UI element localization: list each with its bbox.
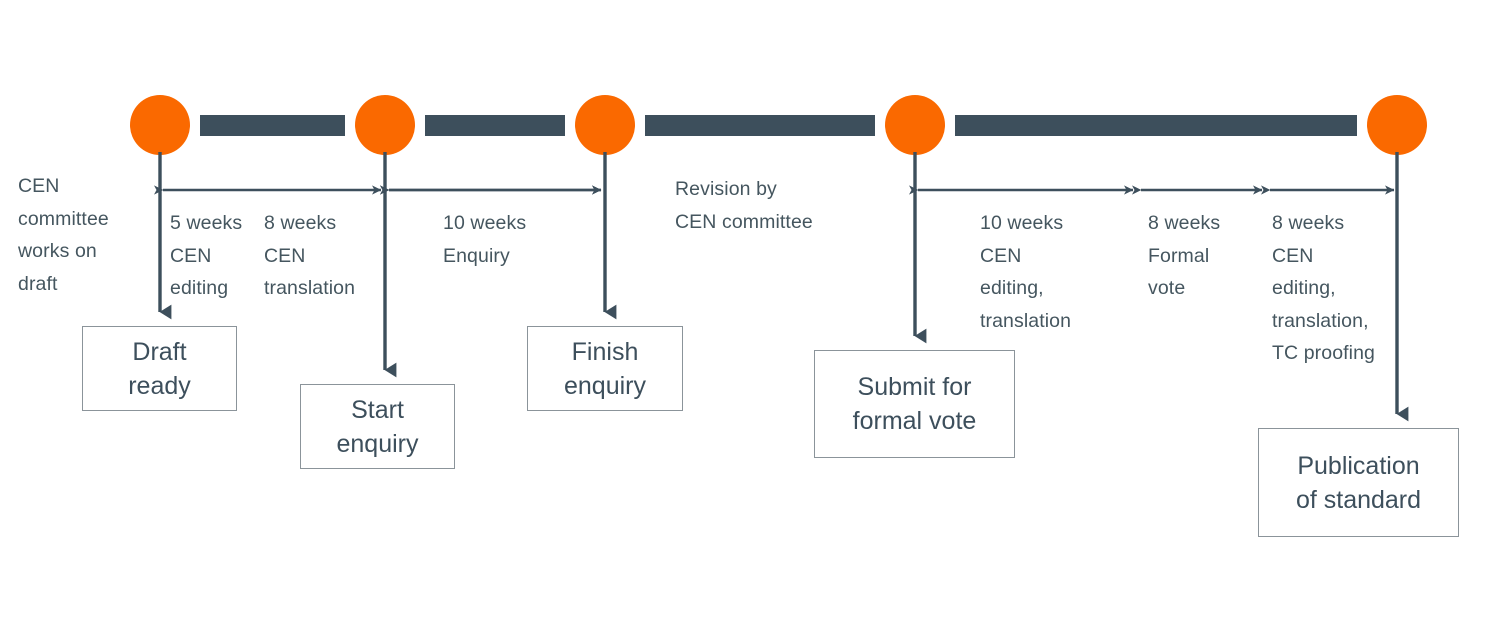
duration-label-6: 8 weeks CEN editing, translation, TC pro… bbox=[1272, 212, 1375, 364]
outcome-box-submit-formal-vote: Submit for formal vote bbox=[814, 350, 1015, 458]
connector-bar-4 bbox=[955, 115, 1357, 136]
outcome-box-publication: Publication of standard bbox=[1258, 428, 1459, 537]
connector-bar-1 bbox=[200, 115, 345, 136]
duration-label-1: 5 weeks CEN editing bbox=[170, 212, 243, 299]
duration-label-4: 10 weeks CEN editing, translation bbox=[980, 212, 1072, 332]
duration-label-5: 8 weeks Formal vote bbox=[1148, 212, 1221, 299]
connector-bars bbox=[200, 115, 1357, 136]
duration-label-2: 8 weeks CEN translation bbox=[264, 212, 356, 299]
phase-note-revision: Revision by CEN committee bbox=[675, 178, 813, 233]
milestone-circle-5 bbox=[1367, 95, 1427, 155]
milestone-circles bbox=[130, 95, 1427, 155]
milestone-circle-1 bbox=[130, 95, 190, 155]
milestone-circle-4 bbox=[885, 95, 945, 155]
milestone-circle-3 bbox=[575, 95, 635, 155]
connector-bar-3 bbox=[645, 115, 875, 136]
milestone-circle-2 bbox=[355, 95, 415, 155]
outcome-box-draft-ready: Draft ready bbox=[82, 326, 237, 411]
phase-note-pre-draft: CEN committee works on draft bbox=[18, 175, 109, 295]
duration-label-3: 10 weeks Enquiry bbox=[443, 212, 527, 267]
connector-bar-2 bbox=[425, 115, 565, 136]
outcome-box-start-enquiry: Start enquiry bbox=[300, 384, 455, 469]
outcome-box-finish-enquiry: Finish enquiry bbox=[527, 326, 683, 411]
